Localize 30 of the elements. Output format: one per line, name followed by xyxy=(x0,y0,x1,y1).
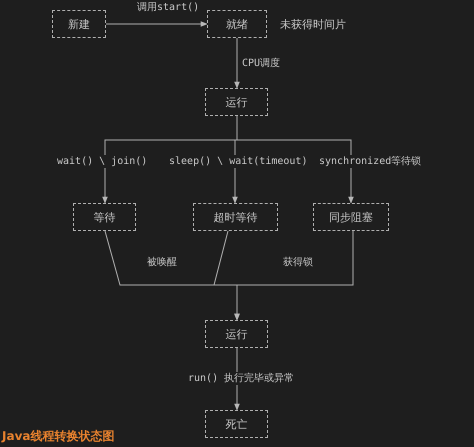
state-name: 运行 xyxy=(226,94,248,110)
arrow xyxy=(234,230,354,321)
state-box xyxy=(205,320,268,348)
edge-label: sleep() \ wait(timeout) xyxy=(168,155,308,168)
state-name: 死亡 xyxy=(226,416,248,432)
state-name: 等待 xyxy=(94,210,116,224)
state-box xyxy=(73,203,136,231)
state-name: 超时等待 xyxy=(214,210,258,224)
state-note: 未获得时间片 xyxy=(280,17,346,32)
state-name: 同步阻塞 xyxy=(329,210,373,224)
arrow xyxy=(234,38,240,89)
edge-label: synchronized等待锁 xyxy=(318,155,422,168)
edge-label: wait() \ join() xyxy=(56,155,148,168)
state-box xyxy=(313,203,389,231)
state-name: 就绪 xyxy=(226,16,248,32)
arrow xyxy=(236,116,354,204)
state-box xyxy=(205,410,268,438)
edge-label: 被唤醒 xyxy=(146,256,178,269)
arrow xyxy=(106,21,208,27)
state-name: 新建 xyxy=(68,16,90,32)
caption: Java线程转换状态图 xyxy=(2,428,114,444)
state-box xyxy=(52,10,106,38)
edge-label: run() 执行完毕或异常 xyxy=(187,372,296,385)
edge-label: 调用start() xyxy=(136,1,200,14)
state-box xyxy=(207,10,267,38)
state-name: 运行 xyxy=(226,326,248,342)
edge-label: CPU调度 xyxy=(241,57,282,70)
state-box xyxy=(193,203,278,231)
edge-label: 获得锁 xyxy=(282,256,314,269)
state-box xyxy=(205,88,268,116)
